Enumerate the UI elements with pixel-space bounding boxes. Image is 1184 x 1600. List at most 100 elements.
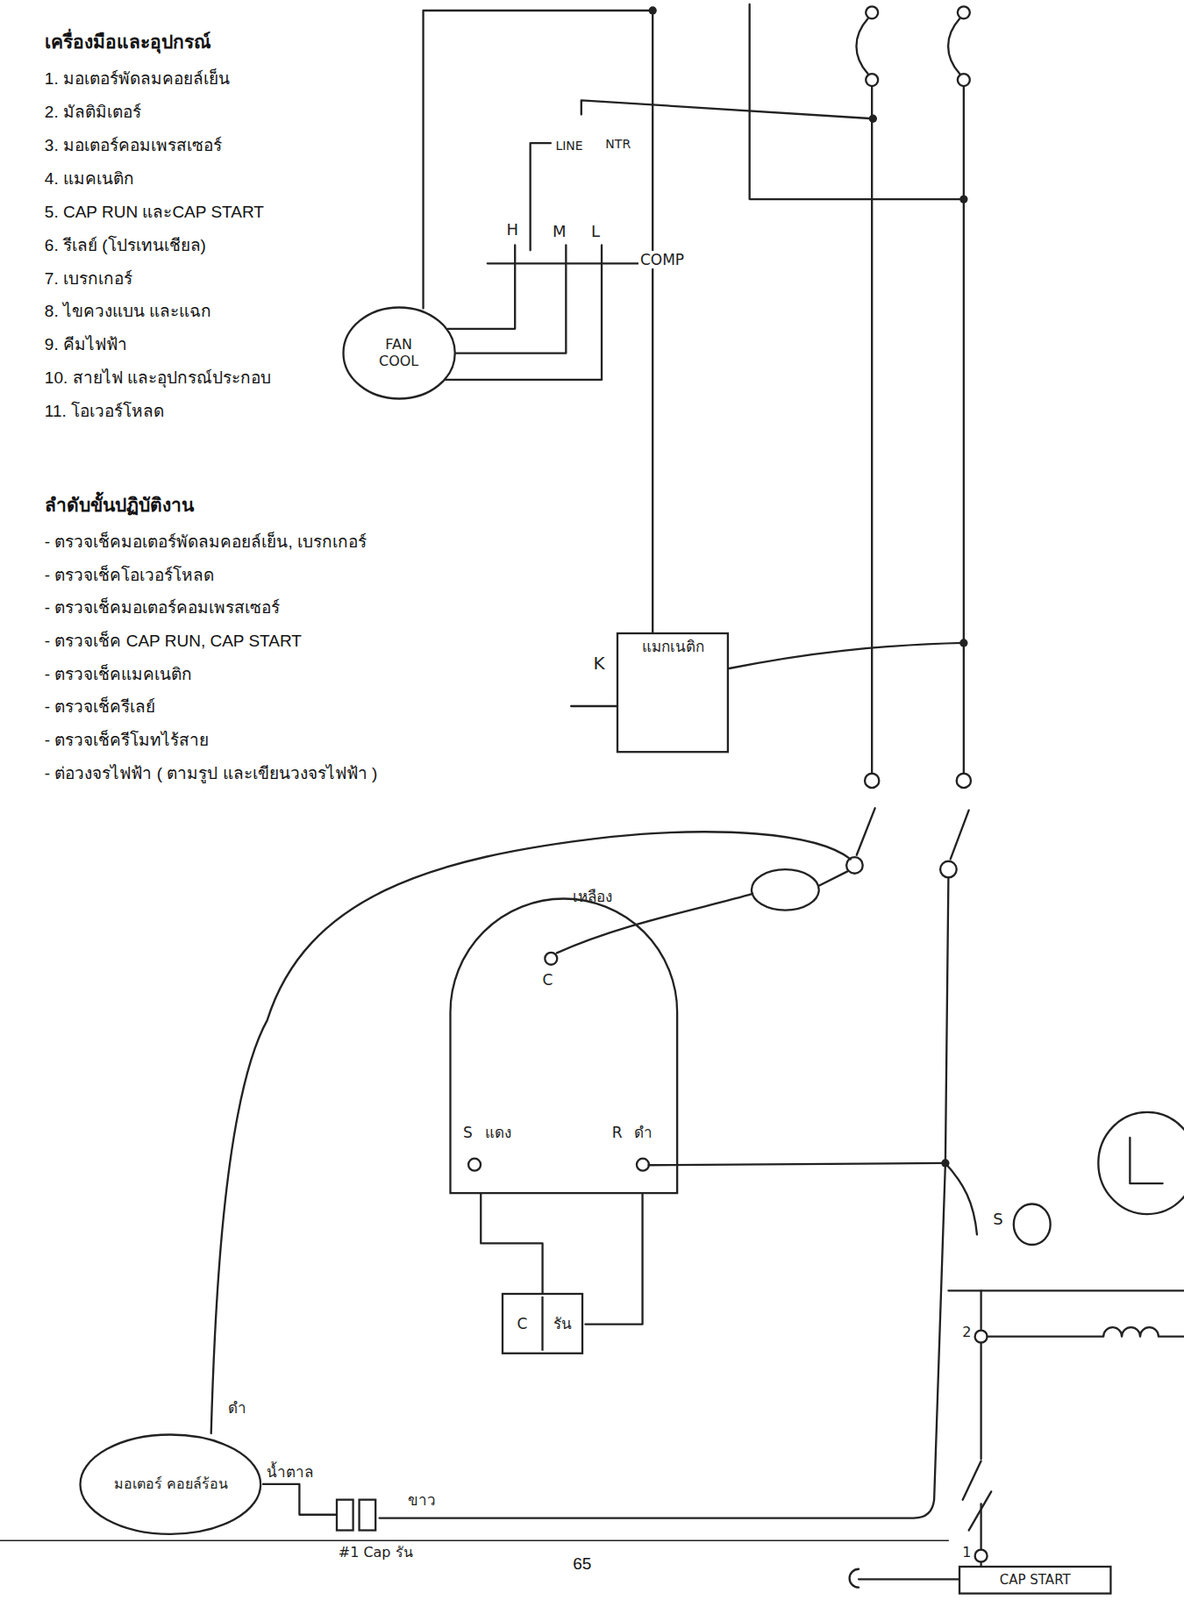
- breaker-switch: [948, 18, 960, 74]
- wire-connector: [262, 1483, 337, 1515]
- wire: [584, 1193, 642, 1325]
- wire-color: ดำ: [226, 1398, 249, 1417]
- junction-dot: [959, 638, 968, 647]
- compressor-dome: CSแดงRดำ: [449, 897, 679, 1193]
- node-content: #1 Cap รัน: [336, 1495, 431, 1577]
- wire: [945, 1162, 978, 1234]
- wire: [445, 244, 602, 379]
- wire: [979, 1290, 982, 1329]
- wire-label: LINE: [553, 138, 585, 154]
- condenser-fan-motor-circle-part: [80, 1433, 262, 1534]
- junction-dot: [649, 6, 657, 15]
- wire: [870, 85, 873, 774]
- node-text: C: [501, 1314, 543, 1333]
- step-item: - ตรวจเช็ครีเลย์: [42, 697, 158, 718]
- list-item: 5. CAP RUN และCAP START: [42, 202, 266, 223]
- fan-capacitor-part: [336, 1498, 354, 1530]
- wire: [487, 262, 653, 264]
- contact-terminal: [846, 856, 864, 874]
- node-content: FAN COOL: [342, 306, 457, 400]
- terminal-label: 1: [960, 1543, 973, 1561]
- wire: [456, 244, 567, 353]
- run-capacitor-box-part: [541, 1296, 543, 1351]
- fan-motor-circle: FAN COOL: [342, 306, 457, 400]
- fan-capacitor-part: [358, 1498, 376, 1530]
- wire-connector: [480, 1192, 543, 1293]
- wire-color: น้ำตาล: [264, 1462, 315, 1481]
- run-capacitor-box: Cรัน: [501, 1292, 584, 1355]
- wire-label: NTR: [603, 136, 633, 152]
- condenser-fan-motor-circle: มอเตอร์ คอยล์ร้อน: [78, 1433, 263, 1535]
- step-item: - ตรวจเช็คมอเตอร์พัดลมคอยล์เย็น, เบรกเกอ…: [42, 532, 369, 553]
- node-text: มอเตอร์ คอยล์ร้อน: [114, 1475, 229, 1492]
- list-item: 8. ไขควงแบน และแฉก: [42, 301, 214, 322]
- contact-terminal: [940, 861, 957, 878]
- node-text: #1 Cap รัน: [336, 1543, 415, 1561]
- wire: [581, 99, 874, 119]
- list-item: 10. สายไฟ และอุปกรณ์ประกอบ: [42, 368, 273, 389]
- node-content: แมกเนติก: [616, 632, 729, 753]
- wire: [211, 831, 851, 1434]
- wire: [979, 1342, 982, 1460]
- node-content: Cรัน: [501, 1292, 584, 1355]
- relay-contact: [962, 1460, 982, 1499]
- bracket-line: [530, 142, 551, 250]
- relay-terminal: [975, 1549, 988, 1563]
- node-text: S: [463, 1123, 473, 1142]
- step-item: - ตรวจเช็ค CAP RUN, CAP START: [42, 631, 304, 652]
- node-text: แดง: [485, 1123, 512, 1142]
- step-item: - ตรวจเช็คโอเวอร์โหลด: [42, 565, 217, 586]
- step-item: - ตรวจเช็ครีโมทไร้สาย: [42, 730, 212, 751]
- fan-capacitor-outline: [336, 1495, 431, 1577]
- node-text: FAN COOL: [368, 335, 430, 370]
- list-item: 3. มอเตอร์คอมเพรสเซอร์: [42, 135, 224, 157]
- wire: [858, 1577, 959, 1580]
- list-item: 2. มัลติมิเตอร์: [42, 102, 143, 123]
- node-text: ดำ: [634, 1123, 653, 1142]
- list-item: 7. เบรกเกอร์: [42, 269, 135, 290]
- node-content: มอเตอร์ คอยล์ร้อน: [78, 1433, 263, 1535]
- fan-capacitor: #1 Cap รัน: [336, 1495, 431, 1577]
- compressor-dome-part: [544, 952, 557, 965]
- overload-symbol: [751, 869, 820, 911]
- fan-motor-circle-part: [342, 306, 455, 399]
- list-item: 1. มอเตอร์พัดลมคอยล์เย็น: [42, 69, 232, 90]
- wire: [423, 10, 654, 633]
- wire: [979, 1562, 982, 1567]
- relay-sketch: [1013, 1203, 1051, 1245]
- step-item: - ตรวจเช็คแมคเนติก: [42, 664, 195, 685]
- list-item: 11. โอเวอร์โหลด: [42, 401, 166, 422]
- compressor-dome-part: [636, 1158, 650, 1171]
- wire: [570, 705, 617, 707]
- contact-terminal: [956, 773, 971, 788]
- terminal-label: S: [991, 1209, 1005, 1229]
- wire: [979, 1503, 982, 1549]
- section-heading: เครื่องมือและอุปกรณ์: [42, 30, 213, 53]
- compressor-dome-part: [468, 1158, 481, 1171]
- page-rule: [0, 1539, 949, 1541]
- wire: [948, 1289, 1184, 1291]
- node-text: รัน: [542, 1314, 585, 1333]
- wire: [447, 244, 515, 329]
- node-text: CAP START: [999, 1571, 1071, 1588]
- node-text: แมกเนติก: [641, 637, 705, 656]
- contact-terminal: [864, 773, 879, 788]
- compressor-dome-outline: [449, 897, 679, 1193]
- step-item: - ต่อวงจรไฟฟ้า ( ตามรูป และเขียนวงจรไฟฟ้…: [42, 763, 379, 785]
- wire: [945, 877, 949, 1163]
- terminal-label: 2: [960, 1323, 973, 1341]
- relay-terminal: [975, 1330, 988, 1343]
- magnetic-contactor-box: แมกเนติก: [616, 632, 729, 753]
- magnetic-contactor-box-part: [617, 633, 728, 752]
- node-content: CAP START: [958, 1565, 1112, 1595]
- breaker-terminal: [865, 6, 878, 19]
- remote-sketch: [1129, 1137, 1163, 1184]
- relay-coil: [987, 1326, 1184, 1336]
- page-number: 65: [570, 1554, 593, 1575]
- terminal-label: M: [550, 221, 569, 242]
- start-capacitor-box-part: [959, 1566, 1111, 1594]
- coil-label: K: [591, 652, 607, 674]
- breaker-terminal: [957, 73, 971, 86]
